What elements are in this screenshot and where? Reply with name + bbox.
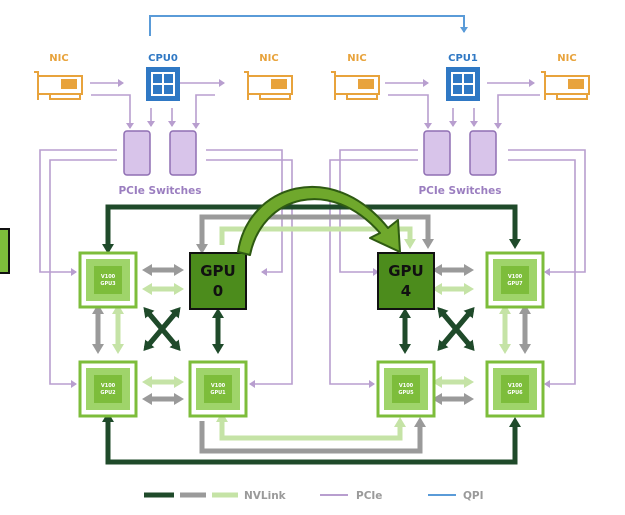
cpu0-label: CPU0 — [148, 53, 178, 64]
cpu1-label: CPU1 — [448, 53, 478, 64]
v100-label: V100 — [101, 274, 116, 280]
gpu7-label: GPU7 — [507, 281, 523, 287]
gpu5-label: GPU5 — [398, 390, 414, 396]
nvlink-local-left — [92, 264, 224, 405]
gpu6: V100 GPU6 — [485, 360, 545, 418]
edge-green-fragment — [0, 228, 10, 274]
gpu0-label-line1: GPU — [200, 262, 236, 280]
legend-qpi: QPI — [428, 490, 484, 502]
legend: NVLink PCIe QPI — [144, 490, 484, 502]
network-card-icon — [331, 71, 380, 100]
cpu-chip-icon — [446, 67, 480, 101]
gpu1-label: GPU1 — [210, 390, 226, 396]
cpu0: CPU0 — [146, 53, 180, 101]
gpu0-highlight: GPU 0 — [189, 252, 247, 310]
gpu4-label-line1: GPU — [388, 262, 424, 280]
pcie-switches-label: PCIe Switches — [418, 185, 501, 197]
gpu3-label: GPU3 — [100, 281, 116, 287]
v100-label: V100 — [101, 383, 116, 389]
curved-arrow-icon — [237, 186, 401, 256]
gpu5: V100 GPU5 — [376, 360, 436, 418]
network-card-icon — [541, 71, 590, 100]
gpu7: V100 GPU7 — [485, 251, 545, 309]
nic-label: NIC — [259, 53, 278, 64]
gpu0-label-line2: 0 — [213, 282, 223, 300]
nic-label: NIC — [347, 53, 366, 64]
nic-label: NIC — [557, 53, 576, 64]
gpu4-label-line2: 4 — [401, 282, 411, 300]
nic-label: NIC — [49, 53, 68, 64]
pcie-links-left — [39, 79, 293, 388]
legend-nvlink-label: NVLink — [244, 490, 287, 502]
legend-nvlink: NVLink — [144, 490, 287, 502]
cpu1: CPU1 — [446, 53, 480, 101]
gpu3: V100 GPU3 — [78, 251, 138, 309]
nvlink-rings — [102, 204, 521, 465]
nic-card-cpu0-right: NIC — [244, 53, 293, 100]
pcie-switch-icon — [423, 130, 497, 176]
gpu1: V100 GPU1 — [188, 360, 248, 418]
legend-pcie: PCIe — [320, 490, 382, 502]
pcie-switch-icon — [123, 130, 197, 176]
nvlink-local-right — [399, 264, 531, 405]
cpu-chip-icon — [146, 67, 180, 101]
v100-label: V100 — [399, 383, 414, 389]
legend-pcie-label: PCIe — [356, 490, 382, 502]
network-card-icon — [244, 71, 293, 100]
gpu4-highlight: GPU 4 — [377, 252, 435, 310]
gpu6-label: GPU6 — [507, 390, 523, 396]
legend-qpi-label: QPI — [463, 490, 484, 502]
v100-label: V100 — [508, 274, 523, 280]
nic-card-cpu1-left: NIC — [331, 53, 380, 100]
v100-label: V100 — [508, 383, 523, 389]
qpi-link — [149, 15, 468, 36]
pcie-switches-label: PCIe Switches — [118, 185, 201, 197]
pcie-switches-right: PCIe Switches — [418, 130, 502, 197]
nic-card-cpu1-right: NIC — [541, 53, 590, 100]
nic-card-cpu0-left: NIC — [34, 53, 83, 100]
network-card-icon — [34, 71, 83, 100]
pcie-switches-left: PCIe Switches — [118, 130, 202, 197]
pcie-links-right — [329, 79, 586, 388]
gpu2-label: GPU2 — [100, 390, 116, 396]
gpu2: V100 GPU2 — [78, 360, 138, 418]
v100-label: V100 — [211, 383, 226, 389]
